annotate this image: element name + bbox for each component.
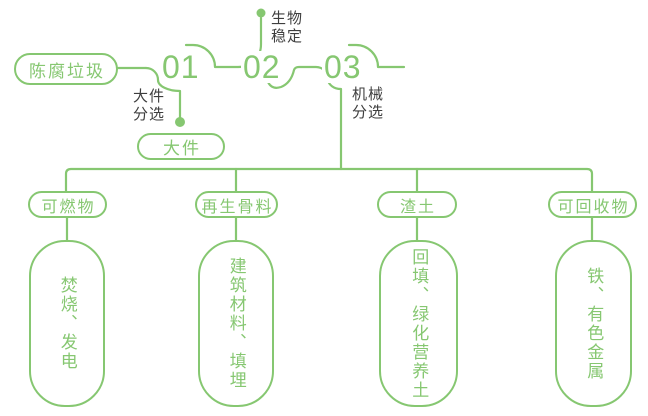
step-label-mechanical-sorting: 机械分选	[352, 86, 385, 122]
category-pill-recycled-aggregate: 再生骨料	[195, 191, 278, 218]
result-text: 回填、绿化营养土	[409, 247, 429, 400]
large-item-node-dot	[175, 117, 185, 127]
result-box-incineration: 焚烧、发电	[29, 240, 105, 407]
branch-rail	[64, 167, 594, 193]
source-label: 陈腐垃圾	[29, 61, 105, 81]
result-box-building-materials: 建筑材料、填埋	[198, 240, 274, 407]
result-text: 铁、有色金属	[584, 266, 604, 381]
category-pill-combustibles: 可燃物	[28, 191, 107, 218]
category-label: 渣土	[399, 198, 436, 216]
result-text: 焚烧、发电	[57, 276, 77, 371]
category-label: 再生骨料	[201, 198, 274, 216]
result-box-backfill: 回填、绿化营养土	[379, 240, 458, 407]
step-label-large-item-sorting: 大件分选	[133, 88, 166, 124]
result-box-metals: 铁、有色金属	[555, 240, 632, 407]
category-pill-recyclables: 可回收物	[548, 191, 637, 218]
category-pill-residue-soil: 渣土	[377, 191, 457, 218]
line-03-tail	[347, 43, 406, 69]
large-item-pill: 大件	[137, 133, 225, 160]
step-number-3: 03	[322, 49, 364, 85]
step-number-1: 01	[160, 49, 202, 85]
category-label: 可燃物	[41, 198, 96, 216]
result-text: 建筑材料、填埋	[226, 257, 246, 390]
category-label: 可回收物	[557, 198, 630, 216]
step-number-2: 02	[241, 49, 283, 85]
line-01-dropper	[144, 66, 182, 119]
bio-node-dot	[256, 8, 266, 18]
source-pill: 陈腐垃圾	[14, 53, 118, 85]
large-item-label: 大件	[163, 139, 201, 158]
step-label-bio-stabilization: 生物稳定	[271, 10, 304, 46]
